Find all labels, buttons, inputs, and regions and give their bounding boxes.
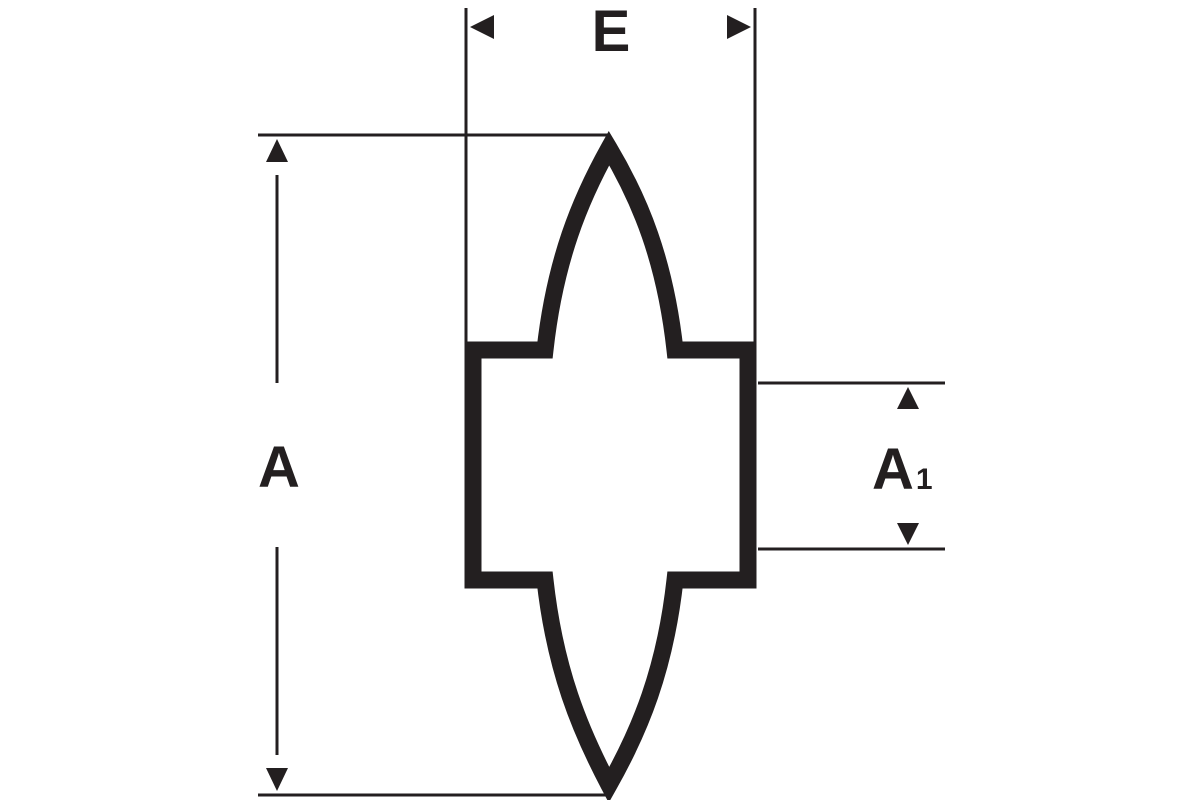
a1-label: A1 (872, 437, 933, 502)
e-label: E (592, 0, 631, 64)
a-arrow-bottom (266, 768, 288, 791)
a-arrow-top (266, 139, 288, 162)
a1-arrow-top (897, 387, 919, 409)
e-arrow-left (470, 15, 494, 39)
a1-label-subscript: 1 (916, 463, 933, 496)
e-arrow-right (727, 15, 751, 39)
profile-outline (464, 130, 757, 800)
a1-label-main: A (872, 437, 914, 502)
a-label: A (258, 435, 300, 500)
a1-arrow-bottom (897, 523, 919, 545)
